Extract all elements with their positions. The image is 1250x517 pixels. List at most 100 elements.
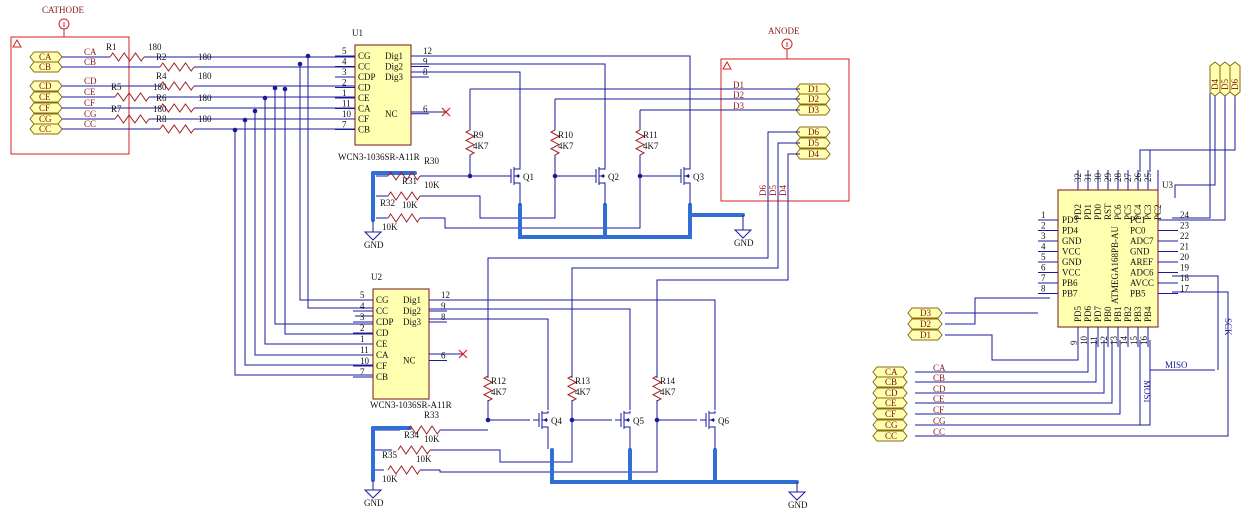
anode-frame — [720, 58, 850, 202]
mcu-port-cg: CG — [872, 419, 908, 431]
mcu-pin-name: PB5 — [1130, 289, 1146, 299]
net-label-d4: D4 — [778, 185, 788, 196]
mosfet-ref: Q1 — [523, 172, 534, 182]
mcu-pin-number: 18 — [1180, 273, 1190, 283]
u2-pin-name: CD — [376, 328, 389, 338]
mcu-body — [1057, 189, 1159, 328]
mcu-net-label: CE — [933, 394, 945, 404]
mcu-port-cb-label: CB — [885, 377, 897, 387]
mcu-port-label: D4 — [1210, 79, 1220, 90]
mcu-port-d3-label: D3 — [920, 308, 931, 318]
u1-pin-name: CE — [358, 93, 370, 103]
u2-part: WCN3-1036SR-A11R — [370, 400, 452, 410]
mcu-port-ce-shape — [872, 397, 908, 409]
pullup-ref: R13 — [575, 376, 591, 386]
mcu-part: ATMEGA168PB-AU — [1110, 225, 1120, 304]
mcu-pin-name: PC1 — [1130, 215, 1146, 225]
u2-pin-name: CC — [376, 306, 388, 316]
cathode-resistor-value: 180 — [198, 71, 212, 81]
cathode-resistor-ref: R1 — [106, 42, 117, 52]
u2-pin-number: 8 — [441, 312, 446, 322]
mcu-pin-number: 27 — [1123, 173, 1133, 183]
u2-pin-name: Dig3 — [403, 317, 422, 327]
anode-net-label: D3 — [733, 101, 744, 111]
mcu-pin-name: PD5 — [1073, 305, 1083, 322]
cathode-port-cd-label: CD — [39, 81, 52, 91]
cathode-resistor-value: 180 — [153, 82, 167, 92]
u1-body — [354, 44, 412, 146]
u2-pin-name: CA — [376, 350, 389, 360]
pullups_bottom-resistor — [482, 375, 494, 402]
mcu-pin-name: PD4 — [1062, 226, 1079, 236]
mcu-pin-number: 25 — [1143, 173, 1153, 183]
cathode-resistor-ref: R4 — [156, 71, 167, 81]
ground-bus — [371, 171, 799, 492]
mcu-pin-name: RST — [1103, 203, 1113, 220]
gate-resistor-ref: R34 — [404, 430, 420, 440]
mcu-pin-number: 14 — [1119, 336, 1129, 346]
cathode-title: CATHODE — [42, 5, 85, 15]
cathode-port-cc-label: CC — [39, 124, 51, 134]
pullup-value: 4K7 — [643, 141, 659, 151]
u1-pin-number: 11 — [342, 99, 351, 109]
pullup-value: 4K7 — [491, 387, 507, 397]
cathode-resistor-value: 180 — [198, 52, 212, 62]
cathode-net-label: CD — [84, 76, 97, 86]
cathode-resistor-ref: R6 — [156, 93, 167, 103]
mcu-pin-name: PC0 — [1130, 226, 1146, 236]
u1-pin-name: CC — [358, 62, 370, 72]
cathode-port-cf-label: CF — [39, 103, 50, 113]
mcu-pin-name: VCC — [1062, 268, 1081, 278]
mcu-port-cc: CC — [872, 430, 908, 442]
mcu-pin-number: 15 — [1129, 336, 1139, 346]
mcu-pin-number: 17 — [1180, 284, 1190, 294]
anode-port-d5: D5 — [795, 137, 831, 149]
mcu-pin-name: PB2 — [1123, 306, 1133, 322]
gate-resistor-ref: R33 — [424, 410, 440, 420]
mcu-pin-number: 9 — [1069, 340, 1079, 345]
mcu-port-ca-label: CA — [885, 367, 898, 377]
gate-resistor-ref: R30 — [424, 156, 440, 166]
anode-port-d1-label: D1 — [808, 84, 819, 94]
mcu-pin-name: PC5 — [1123, 204, 1133, 220]
pullups_bottom-resistor — [651, 375, 663, 402]
wiring — [232, 53, 800, 473]
mosfet-ref: Q6 — [718, 416, 729, 426]
mcu-pin-number: 11 — [1089, 336, 1099, 345]
mcu-port-d2: D2 — [907, 318, 943, 330]
cathode-resistor — [159, 103, 195, 113]
cathode-net-label: CF — [84, 98, 95, 108]
pullups_bottom-resistor — [566, 375, 578, 402]
cathode-port-ce-shape — [29, 91, 63, 103]
pullup-value: 4K7 — [473, 141, 489, 151]
mosfet-q5: Q5 — [615, 411, 644, 449]
mosfet-q6: Q6 — [700, 411, 729, 449]
mcu-net-labels: SCK MISO MOSI — [1142, 318, 1233, 403]
cathode-resistor-ref: R7 — [111, 104, 122, 114]
mcu-pin-name: PC4 — [1133, 204, 1143, 220]
cathode-port-cb-shape — [29, 61, 63, 73]
pullups_top-resistor — [464, 129, 476, 156]
gate-resistor-value: 10K — [416, 454, 432, 464]
mcu-pin-name: PD3 — [1062, 215, 1079, 225]
net-label-sck: SCK — [1223, 318, 1233, 336]
u1-pin-number: 1 — [342, 88, 347, 98]
u1-pin-name: CA — [358, 104, 371, 114]
mcu-net-label: CD — [933, 384, 946, 394]
mcu-pin-number: 31 — [1083, 173, 1093, 182]
anode-port-d6-label: D6 — [808, 127, 819, 137]
mcu-pin-number: 1 — [1041, 210, 1046, 220]
pullups_top-resistor — [634, 129, 646, 156]
cathode-resistor-value: 180 — [148, 42, 162, 52]
gnd-label: GND — [364, 240, 384, 250]
u1-pin-number: 10 — [342, 109, 352, 119]
gate-resistor-value: 10K — [424, 434, 440, 444]
mcu-pin-name: PB4 — [1143, 306, 1153, 322]
gate_resistors_top-resistor — [387, 191, 421, 201]
u1-pin-name: CB — [358, 125, 370, 135]
net-label-d6: D6 — [758, 185, 768, 196]
mosfet-ref: Q5 — [633, 416, 644, 426]
